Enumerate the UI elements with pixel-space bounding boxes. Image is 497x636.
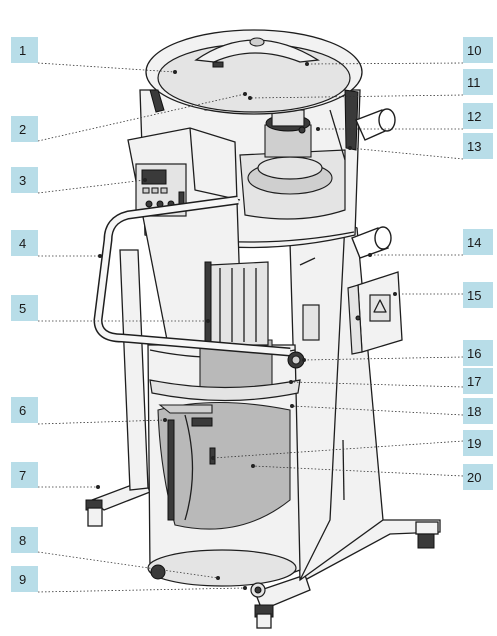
callout-5: 5 [11, 295, 38, 321]
filter-bag [157, 339, 291, 530]
power-switch [287, 351, 305, 369]
callout-8-number: 8 [19, 533, 26, 548]
callout-20: 20 [463, 464, 493, 490]
callout-12-number: 12 [467, 109, 481, 124]
callouts-right: 10 11 12 13 14 15 16 17 [463, 37, 493, 490]
top-lid [145, 29, 363, 161]
base-frame [85, 249, 441, 629]
callout-1-number: 1 [19, 43, 26, 58]
callout-7-number: 7 [19, 468, 26, 483]
callout-4: 4 [11, 230, 38, 256]
leader-lines [37, 62, 464, 593]
callout-3-number: 3 [19, 173, 26, 188]
callout-3: 3 [11, 167, 38, 193]
callout-5-number: 5 [19, 301, 26, 316]
callout-19-number: 19 [467, 436, 481, 451]
callout-14-number: 14 [467, 235, 481, 250]
callout-6-number: 6 [19, 403, 26, 418]
push-handle [93, 195, 291, 357]
callout-19: 19 [463, 430, 493, 456]
callout-17: 17 [463, 368, 493, 394]
callout-15: 15 [463, 282, 493, 308]
callout-15-number: 15 [467, 288, 481, 303]
callout-2: 2 [11, 116, 38, 142]
callout-6: 6 [11, 397, 38, 423]
callout-4-number: 4 [19, 236, 26, 251]
callout-10: 10 [463, 37, 493, 63]
callout-10-number: 10 [467, 43, 481, 58]
callouts-left: 1 2 3 4 5 6 7 8 [11, 37, 38, 592]
callout-8: 8 [11, 527, 38, 553]
callout-14: 14 [463, 229, 493, 255]
support-column [289, 221, 384, 582]
exhaust-tubes [351, 108, 396, 259]
callout-18-number: 18 [467, 404, 481, 419]
machine-illustration [85, 29, 441, 629]
callout-9-number: 9 [19, 572, 26, 587]
control-panel [127, 127, 269, 348]
callout-1: 1 [11, 37, 38, 63]
callout-13: 13 [463, 133, 493, 159]
junction-box [347, 271, 403, 355]
callout-16: 16 [463, 340, 493, 366]
callout-7: 7 [11, 462, 38, 488]
callout-11: 11 [463, 69, 493, 95]
clamp-ring [149, 379, 301, 427]
callout-9: 9 [11, 566, 38, 592]
callout-18: 18 [463, 398, 493, 424]
callout-11-number: 11 [467, 75, 481, 90]
callout-20-number: 20 [467, 470, 481, 485]
callout-13-number: 13 [467, 139, 481, 154]
callout-12: 12 [463, 103, 493, 129]
callout-16-number: 16 [467, 346, 481, 361]
callout-2-number: 2 [19, 122, 26, 137]
callout-17-number: 17 [467, 374, 481, 389]
